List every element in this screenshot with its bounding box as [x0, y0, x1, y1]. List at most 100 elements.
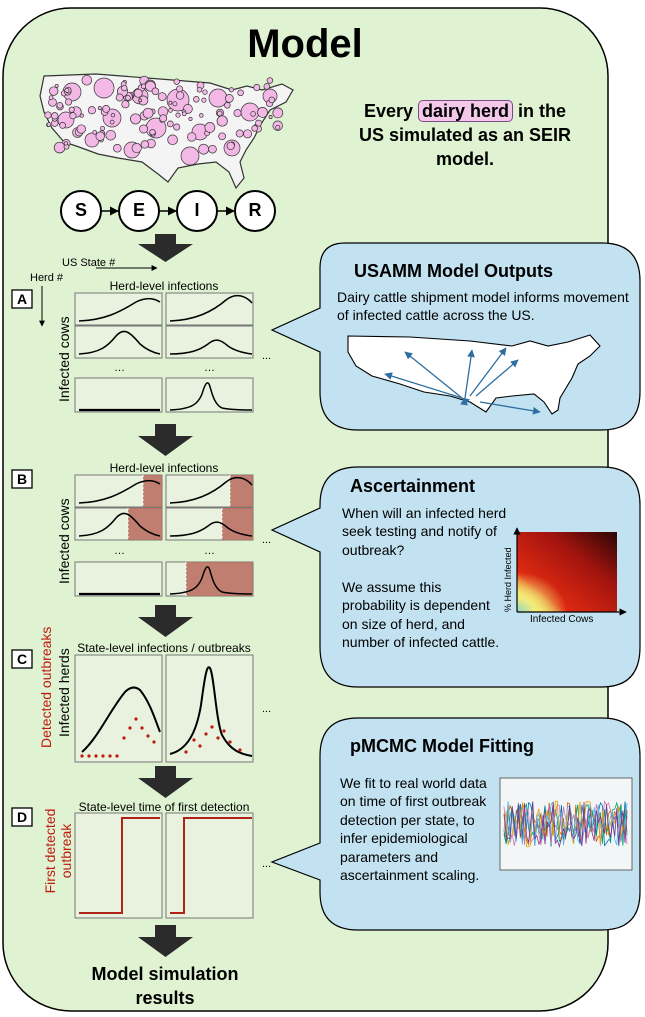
herd-circle	[159, 114, 168, 123]
herd-circle	[105, 129, 116, 141]
herd-circle	[113, 144, 122, 153]
herd-circle	[263, 83, 271, 90]
ascertainment-title: Ascertainment	[350, 476, 476, 496]
section-a-letter-box	[11, 289, 33, 309]
herd-circle	[149, 129, 156, 136]
herd-circle	[253, 84, 261, 91]
herd-circle	[233, 109, 242, 118]
heatmap-x-label: Infected Cows	[530, 614, 594, 625]
section-c-y-label-red: Detected outbreaks	[38, 626, 54, 748]
seir-label-e: E	[132, 200, 145, 220]
section-b-curves	[78, 476, 253, 596]
seir-label-i: I	[194, 200, 200, 220]
section-a-y-label: Infected cows	[56, 316, 72, 402]
herd-circle	[53, 141, 66, 154]
herd-circle	[266, 77, 274, 84]
herd-circle	[79, 113, 84, 118]
herd-circle	[268, 115, 273, 119]
section-b-letter: B	[16, 471, 28, 487]
section-a-ellipsis-left: …	[114, 362, 125, 374]
herd-circle	[68, 106, 75, 113]
herd-circle	[176, 85, 184, 93]
herd-circle	[193, 96, 200, 103]
herd-circle	[110, 113, 116, 118]
section-d-letter-box	[11, 807, 33, 827]
herd-circle	[121, 100, 130, 109]
herd-circle	[133, 88, 143, 98]
section-d-more: ...	[262, 858, 272, 870]
herd-circle	[235, 129, 244, 138]
us-herd-map	[39, 73, 294, 190]
mcmc-trace	[503, 802, 628, 845]
intro-text-before: Every	[363, 101, 413, 121]
herd-circle	[199, 113, 204, 118]
herd-circle	[268, 96, 276, 104]
herd-circle	[250, 111, 256, 117]
herd-circle	[115, 93, 124, 102]
pmcmc-text: We fit to real world data on time of fir…	[340, 775, 487, 884]
herd-circle	[46, 122, 52, 127]
herd-circle	[157, 92, 167, 101]
herd-circle	[198, 143, 209, 155]
section-c-letter-box	[11, 649, 33, 669]
us-state-axis-hint: US State #	[62, 257, 116, 269]
section-c-outbreak-dots	[80, 717, 242, 758]
section-d-title: State-level time of first detection	[78, 800, 250, 814]
herd-circle	[59, 122, 66, 129]
section-b-ellipsis-right: …	[204, 545, 215, 557]
section-b-title: Herd-level infections	[109, 461, 219, 475]
herd-circle	[81, 74, 93, 86]
herd-circle	[48, 95, 54, 101]
herd-circle	[87, 106, 96, 115]
herd-circle	[226, 141, 235, 150]
herd-circle	[97, 106, 102, 111]
herd-circle	[208, 144, 217, 154]
herd-circle	[243, 129, 253, 139]
herd-circle	[64, 98, 73, 106]
usamm-title: USAMM Model Outputs	[354, 261, 553, 281]
section-a-title: Herd-level infections	[109, 279, 219, 293]
herd-circle	[140, 140, 149, 149]
section-c-curves	[81, 666, 253, 757]
section-d-panels	[74, 812, 254, 919]
herd-circle	[216, 115, 228, 127]
section-a-letter: A	[16, 291, 28, 307]
herd-circle	[125, 95, 131, 101]
intro-text: Every dairy herd in the US simulated as …	[350, 100, 580, 171]
herd-circle	[204, 122, 216, 133]
seir-chain	[60, 190, 276, 232]
herd-circle	[251, 125, 258, 132]
herd-circle	[92, 130, 97, 135]
herd-circle	[224, 102, 231, 109]
herd-circle	[240, 102, 260, 122]
herd-circle	[139, 124, 149, 134]
herd-circle	[201, 97, 207, 103]
herd-circle	[216, 110, 223, 117]
herd-circle	[51, 112, 59, 120]
section-d-steps	[79, 817, 252, 914]
herd-circle	[100, 125, 105, 131]
herd-circle	[44, 111, 52, 119]
herd-circle	[224, 94, 234, 103]
herd-circle	[275, 124, 281, 130]
herd-axis-hint: Herd #	[30, 272, 64, 284]
herd-circle	[255, 119, 263, 127]
herd-circle	[49, 86, 59, 96]
page-title: Model	[247, 22, 363, 66]
herd-circle	[102, 105, 110, 113]
section-a-curves	[78, 294, 253, 412]
seir-label-r: R	[248, 200, 262, 220]
section-c-title: State-level infections / outbreaks	[77, 641, 251, 655]
herd-circle	[138, 98, 143, 103]
pmcmc-title: pMCMC Model Fitting	[350, 736, 534, 756]
section-c-y-label-black: Infected herds	[56, 648, 72, 737]
section-a-ellipsis-right: …	[204, 362, 215, 374]
herd-circle	[173, 123, 181, 131]
herd-circle	[172, 101, 178, 107]
section-c-more: ...	[262, 703, 272, 715]
section-c-letter: C	[16, 651, 28, 667]
herd-circle	[188, 116, 193, 121]
herd-circle	[63, 141, 69, 146]
usamm-map	[347, 334, 601, 415]
ascertainment-text-2: We assume this probability is dependent …	[342, 579, 500, 651]
